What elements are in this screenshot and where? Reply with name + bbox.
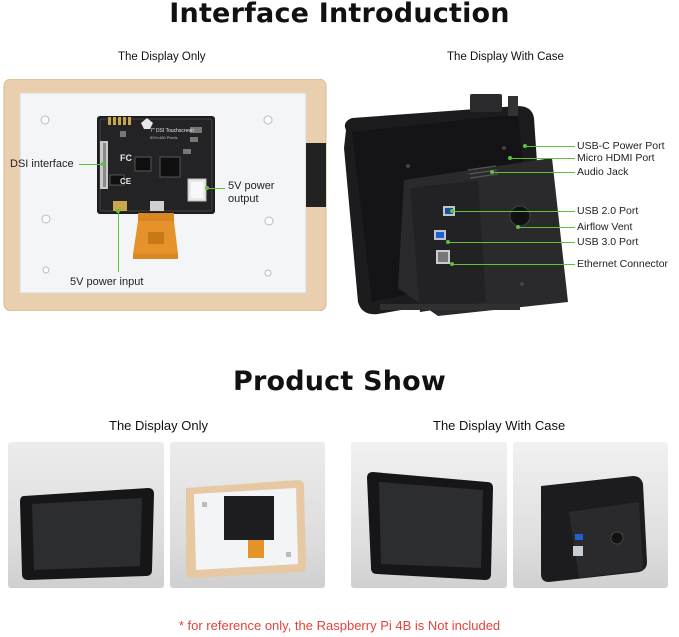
subtitle-display-only-top: The Display Only <box>118 51 206 63</box>
display-case-image <box>328 88 580 320</box>
leader-power-in <box>118 212 119 272</box>
product-photo-case-back <box>513 442 668 588</box>
board-fc-mark: FC <box>120 153 132 163</box>
callout-micro-hdmi-port: Micro HDMI Port <box>577 152 655 164</box>
case-illustration <box>344 94 568 316</box>
board-silk-title: 7" DSI Touchscreen <box>150 128 194 134</box>
leader-audio <box>492 172 575 173</box>
callout-airflow-vent: Airflow Vent <box>577 221 633 233</box>
callout-usb-2-port: USB 2.0 Port <box>577 205 639 217</box>
leader-dot-audio <box>490 170 494 174</box>
product-show-title: Product Show <box>232 366 447 397</box>
leader-dot-usb2 <box>450 209 454 213</box>
leader-dot-usb3 <box>446 240 450 244</box>
product-photo-display-front <box>8 442 164 588</box>
callout-5v-power-input: 5V power input <box>70 276 144 288</box>
callout-5v-power-output: 5V power output <box>228 180 275 205</box>
leader-usb-c <box>525 146 575 147</box>
leader-dot-ethernet <box>450 262 454 266</box>
callout-usb-3-port: USB 3.0 Port <box>577 236 639 248</box>
callout-dsi-interface: DSI interface <box>10 158 74 170</box>
board-silk-resolution: 800×480 Pixels <box>150 135 178 140</box>
subtitle-display-with-case-bottom: The Display With Case <box>433 418 566 433</box>
leader-dot-airflow <box>516 225 520 229</box>
leader-airflow <box>518 227 575 228</box>
leader-usb3 <box>448 242 575 243</box>
leader-dot-usb-c <box>523 144 527 148</box>
leader-ethernet <box>452 264 575 265</box>
display-back-illustration <box>3 78 327 312</box>
subtitle-display-with-case-top: The Display With Case <box>447 51 564 63</box>
product-photo-case-front <box>351 442 507 588</box>
callout-ethernet-connector: Ethernet Connector <box>577 258 669 270</box>
interface-introduction-title: Interface Introduction <box>169 0 510 29</box>
callout-audio-jack: Audio Jack <box>577 166 629 178</box>
leader-usb2 <box>452 211 575 212</box>
display-back-image <box>0 78 328 312</box>
leader-dot-power-in <box>116 209 120 213</box>
reference-footnote: * for reference only, the Raspberry Pi 4… <box>178 618 501 633</box>
leader-power-out <box>207 188 225 189</box>
leader-dot-dsi <box>101 162 105 166</box>
leader-micro-hdmi <box>510 158 575 159</box>
leader-dot-power-out <box>205 186 209 190</box>
leader-dsi <box>79 164 103 165</box>
board-ce-mark: CE <box>120 177 132 186</box>
callout-usb-c-power-port: USB-C Power Port <box>577 140 665 152</box>
product-photo-display-back <box>170 442 325 588</box>
leader-dot-micro-hdmi <box>508 156 512 160</box>
subtitle-display-only-bottom: The Display Only <box>109 418 208 433</box>
